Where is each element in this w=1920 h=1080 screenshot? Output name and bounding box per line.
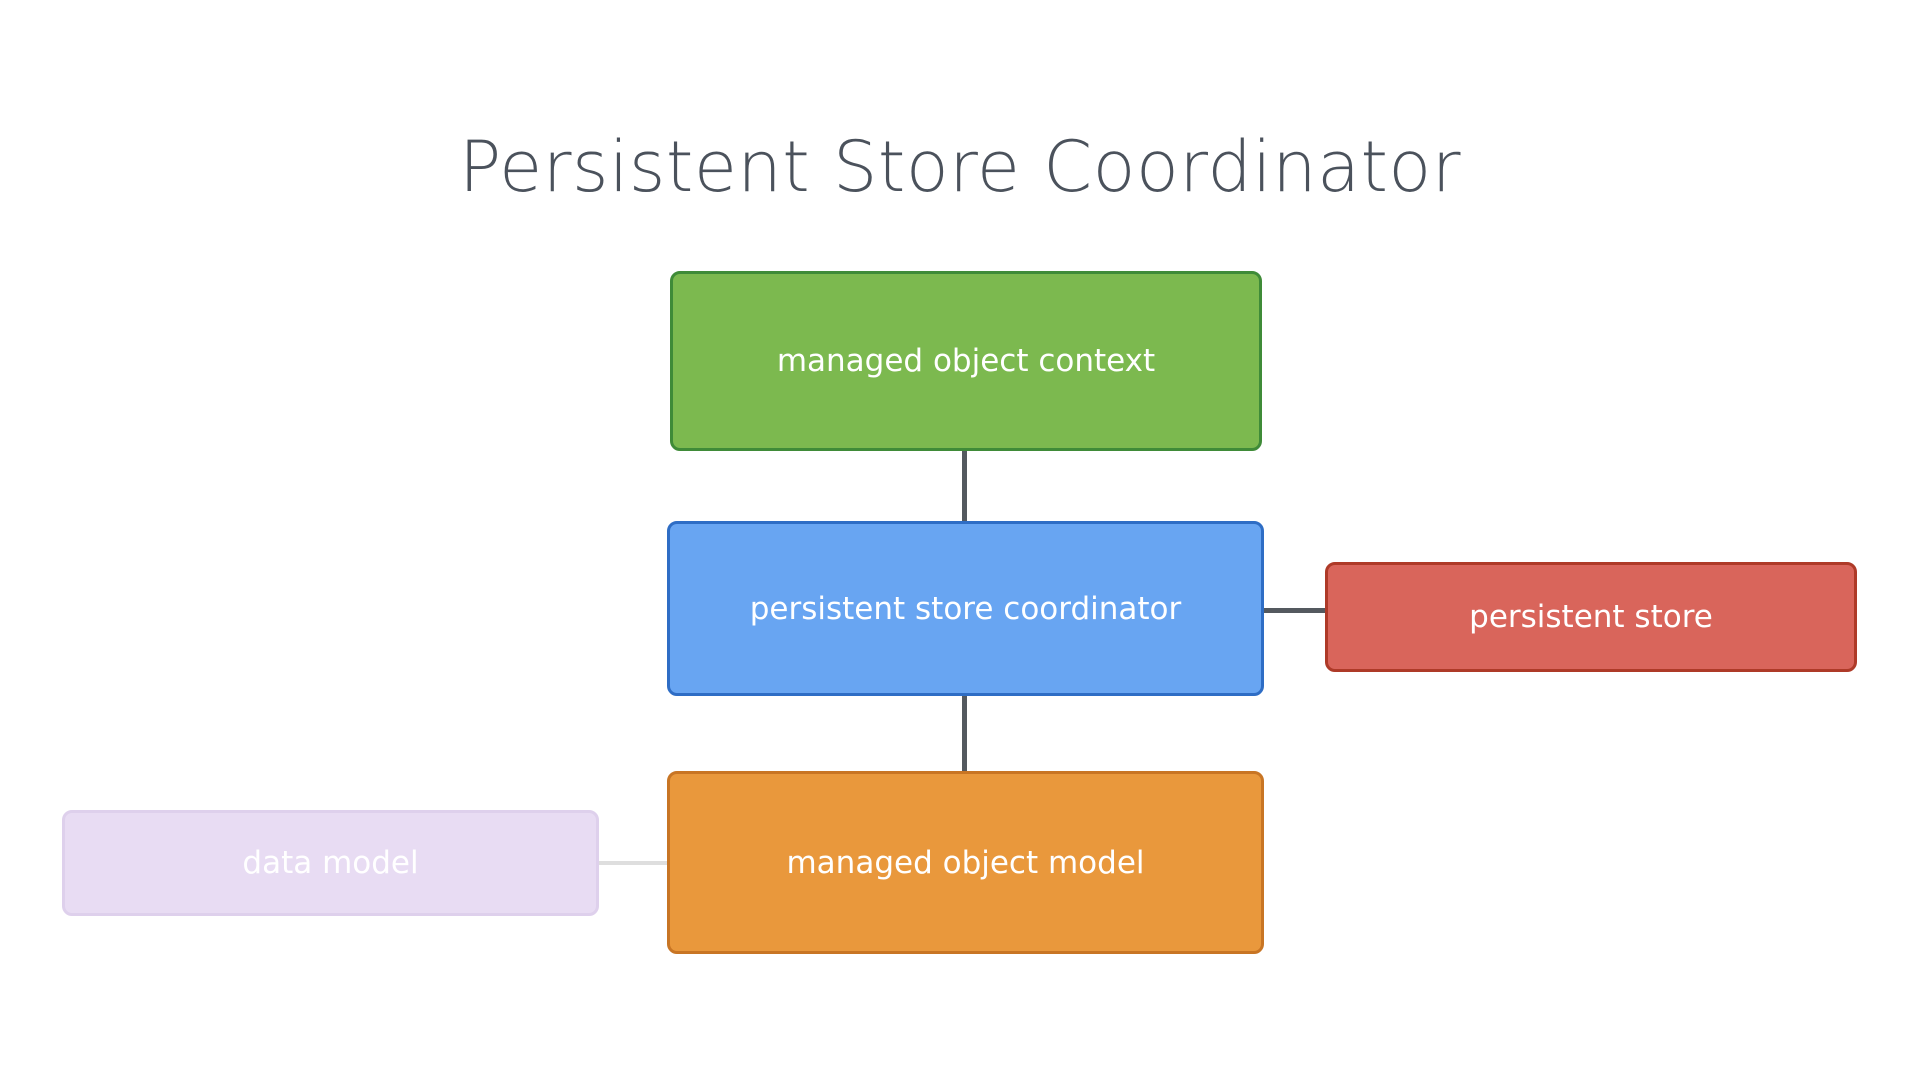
node-managed-object-context[interactable]: managed object context <box>670 271 1262 451</box>
node-persistent-store[interactable]: persistent store <box>1325 562 1857 672</box>
connector-context-to-coordinator <box>962 451 967 521</box>
connector-coordinator-to-model <box>962 696 967 771</box>
node-label-persistent-store: persistent store <box>1469 599 1713 635</box>
page-title: Persistent Store Coordinator <box>458 126 1462 208</box>
node-data-model[interactable]: data model <box>62 810 599 916</box>
node-label-managed-object-model: managed object model <box>786 844 1145 881</box>
connector-coordinator-to-store <box>1264 608 1325 613</box>
node-label-persistent-store-coordinator: persistent store coordinator <box>749 590 1182 627</box>
node-label-managed-object-context: managed object context <box>776 343 1156 379</box>
node-persistent-store-coordinator[interactable]: persistent store coordinator <box>667 521 1264 696</box>
node-managed-object-model[interactable]: managed object model <box>667 771 1264 954</box>
node-label-data-model: data model <box>242 845 419 881</box>
connector-datamodel-to-model <box>599 861 667 865</box>
